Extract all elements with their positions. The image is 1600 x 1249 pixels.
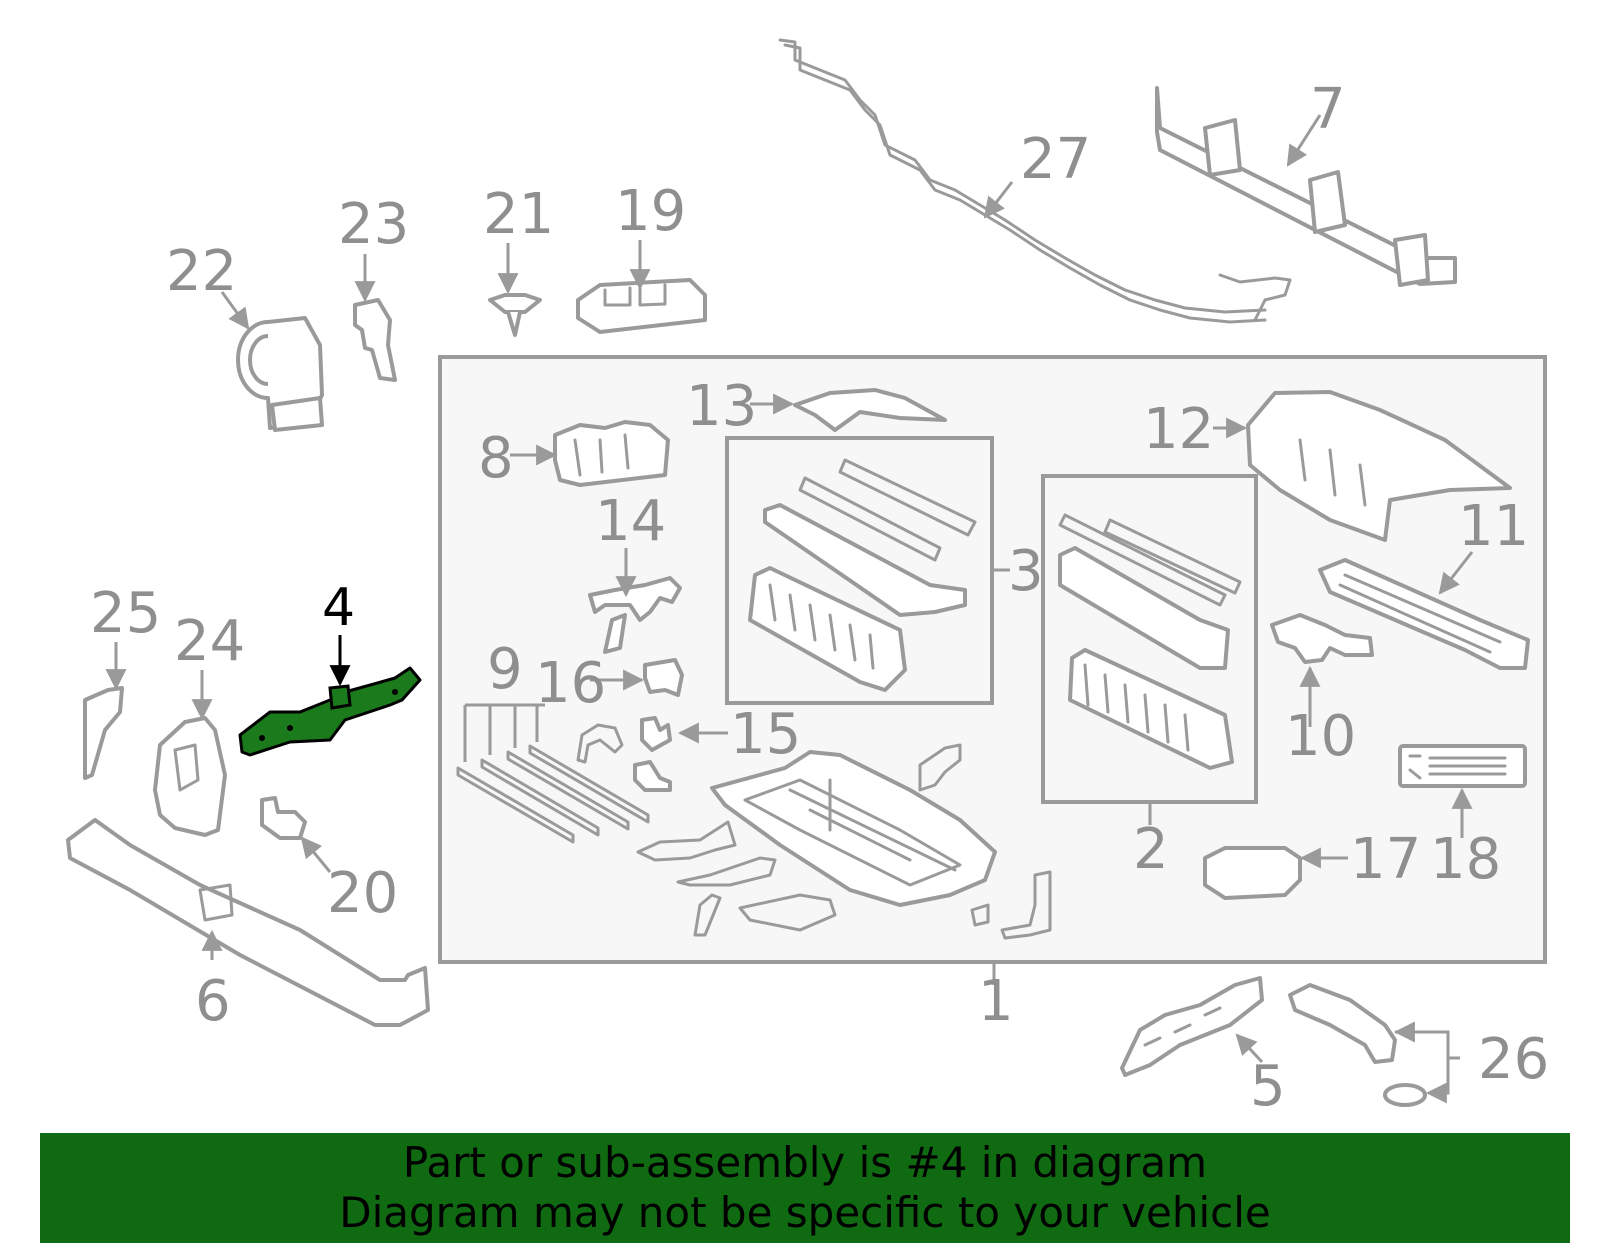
callout-22: 22 xyxy=(166,239,237,304)
callout-19: 19 xyxy=(615,179,686,244)
part-21-clip[interactable] xyxy=(488,293,542,337)
part-9-rails[interactable] xyxy=(456,723,650,844)
callout-20: 20 xyxy=(327,861,398,926)
part-13-cover[interactable] xyxy=(793,388,947,432)
part-6-side-rail[interactable] xyxy=(66,818,430,1027)
part-11-duct[interactable] xyxy=(1318,558,1530,670)
callout-9: 9 xyxy=(487,637,523,702)
part-8-bracket[interactable] xyxy=(553,420,670,487)
part-22-blower[interactable] xyxy=(236,316,324,432)
part-4-shape xyxy=(238,666,422,757)
info-banner: Part or sub-assembly is #4 in diagram Di… xyxy=(40,1133,1570,1243)
part-18-label[interactable] xyxy=(1398,744,1527,788)
part-25-bracket[interactable] xyxy=(83,686,124,780)
callout-8: 8 xyxy=(478,426,514,491)
leader-lines xyxy=(105,114,1474,1104)
callout-26: 26 xyxy=(1478,1027,1549,1092)
callout-labels: 1 2 3 4 5 6 7 8 9 10 11 12 13 14 15 16 1… xyxy=(90,77,1549,1119)
part-20-bracket[interactable] xyxy=(260,796,307,840)
callout-11: 11 xyxy=(1458,494,1529,559)
callout-24: 24 xyxy=(174,609,245,674)
part-10-duct[interactable] xyxy=(1270,613,1374,664)
banner-line-2: Diagram may not be specific to your vehi… xyxy=(339,1188,1271,1237)
part-27-wire-harness[interactable] xyxy=(778,38,1292,324)
callout-27: 27 xyxy=(1020,127,1091,192)
part-19-relay-block[interactable] xyxy=(576,278,707,334)
part-1-lower-case[interactable] xyxy=(636,743,1052,940)
callout-17: 17 xyxy=(1350,827,1421,892)
callout-12: 12 xyxy=(1143,397,1214,462)
callout-16: 16 xyxy=(535,651,606,716)
banner-line-1: Part or sub-assembly is #4 in diagram xyxy=(402,1138,1208,1187)
callout-14: 14 xyxy=(595,489,666,554)
callout-1: 1 xyxy=(978,969,1014,1034)
callout-13: 13 xyxy=(686,374,757,439)
callout-18: 18 xyxy=(1430,827,1501,892)
callout-25: 25 xyxy=(90,581,161,646)
callout-7: 7 xyxy=(1310,77,1346,142)
part-24-bracket[interactable] xyxy=(153,716,227,837)
callout-21: 21 xyxy=(483,182,554,247)
part-16-bracket[interactable] xyxy=(643,658,684,697)
part-23-bracket[interactable] xyxy=(353,298,397,382)
part-14-harness[interactable] xyxy=(588,576,682,654)
callout-6: 6 xyxy=(195,969,231,1034)
callout-4: 4 xyxy=(322,578,355,638)
part-2-battery-module-assembly[interactable] xyxy=(1058,513,1242,770)
callout-5: 5 xyxy=(1250,1054,1286,1119)
part-3-battery-module-assembly[interactable] xyxy=(748,458,977,692)
callout-10: 10 xyxy=(1285,704,1356,769)
part-17-ecu[interactable] xyxy=(1203,846,1302,900)
callout-23: 23 xyxy=(338,192,409,257)
callout-3: 3 xyxy=(1008,539,1044,604)
part-26-duct-and-clip[interactable] xyxy=(1288,983,1427,1107)
part-5-bracket[interactable] xyxy=(1120,976,1264,1077)
part-4-highlighted-bracket[interactable] xyxy=(238,666,422,757)
callout-2: 2 xyxy=(1133,817,1169,882)
part-15-bracket[interactable] xyxy=(633,716,672,792)
part-7-crossmember[interactable] xyxy=(1155,86,1457,287)
part-12-upper-cover[interactable] xyxy=(1246,390,1512,542)
callout-15: 15 xyxy=(730,702,801,767)
